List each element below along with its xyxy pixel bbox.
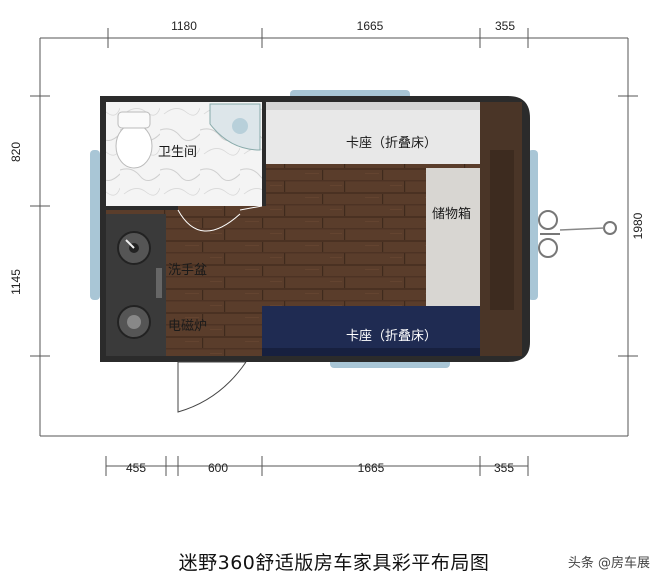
entrance-door-swing bbox=[177, 361, 247, 413]
bathroom-wall-bottom bbox=[106, 206, 178, 210]
seat-bottom bbox=[262, 306, 480, 356]
dimension-lines bbox=[30, 28, 638, 476]
dim-bottom-2: 600 bbox=[208, 461, 228, 475]
sink-faucet bbox=[125, 239, 135, 249]
plan-title: 迷野360舒适版房车家具彩平布局图 bbox=[178, 552, 490, 574]
label-cooktop: 电磁炉 bbox=[168, 319, 207, 334]
window-rear bbox=[528, 150, 538, 300]
dim-left-2: 1145 bbox=[9, 269, 23, 295]
seat-top bbox=[266, 102, 480, 164]
cooktop-ring bbox=[127, 315, 141, 329]
bathroom-wall bbox=[262, 102, 266, 206]
dim-bottom-3: 1665 bbox=[358, 461, 385, 475]
label-seat-top: 卡座（折叠床） bbox=[346, 136, 437, 151]
label-seat-bottom: 卡座（折叠床） bbox=[346, 329, 437, 344]
storage-box bbox=[426, 168, 480, 306]
dim-top-3: 355 bbox=[495, 19, 515, 33]
dim-left-1: 820 bbox=[9, 142, 23, 162]
rear-panel-inset bbox=[490, 150, 514, 310]
label-sink: 洗手盆 bbox=[168, 263, 207, 278]
seat-top-back bbox=[266, 102, 480, 110]
toilet-icon bbox=[115, 123, 153, 169]
dim-bottom-1: 455 bbox=[126, 461, 146, 475]
shower-drain bbox=[232, 118, 248, 134]
window-left bbox=[90, 150, 100, 300]
watermark: 头条 @房车展 bbox=[567, 556, 650, 571]
bathroom-door bbox=[239, 205, 263, 211]
bike-rack-icon bbox=[538, 210, 617, 258]
label-storage: 储物箱 bbox=[432, 206, 471, 222]
label-bathroom: 卫生间 bbox=[158, 145, 197, 160]
dim-bottom-4: 355 bbox=[494, 461, 514, 475]
seat-bottom-back bbox=[262, 348, 480, 356]
bathroom-door-swing bbox=[177, 209, 241, 232]
dim-right-1: 1980 bbox=[631, 212, 645, 239]
dim-top-2: 1665 bbox=[357, 19, 384, 33]
toilet-tank bbox=[117, 111, 151, 129]
dim-top-1: 1180 bbox=[171, 19, 197, 33]
cooktop-controls bbox=[156, 268, 162, 298]
